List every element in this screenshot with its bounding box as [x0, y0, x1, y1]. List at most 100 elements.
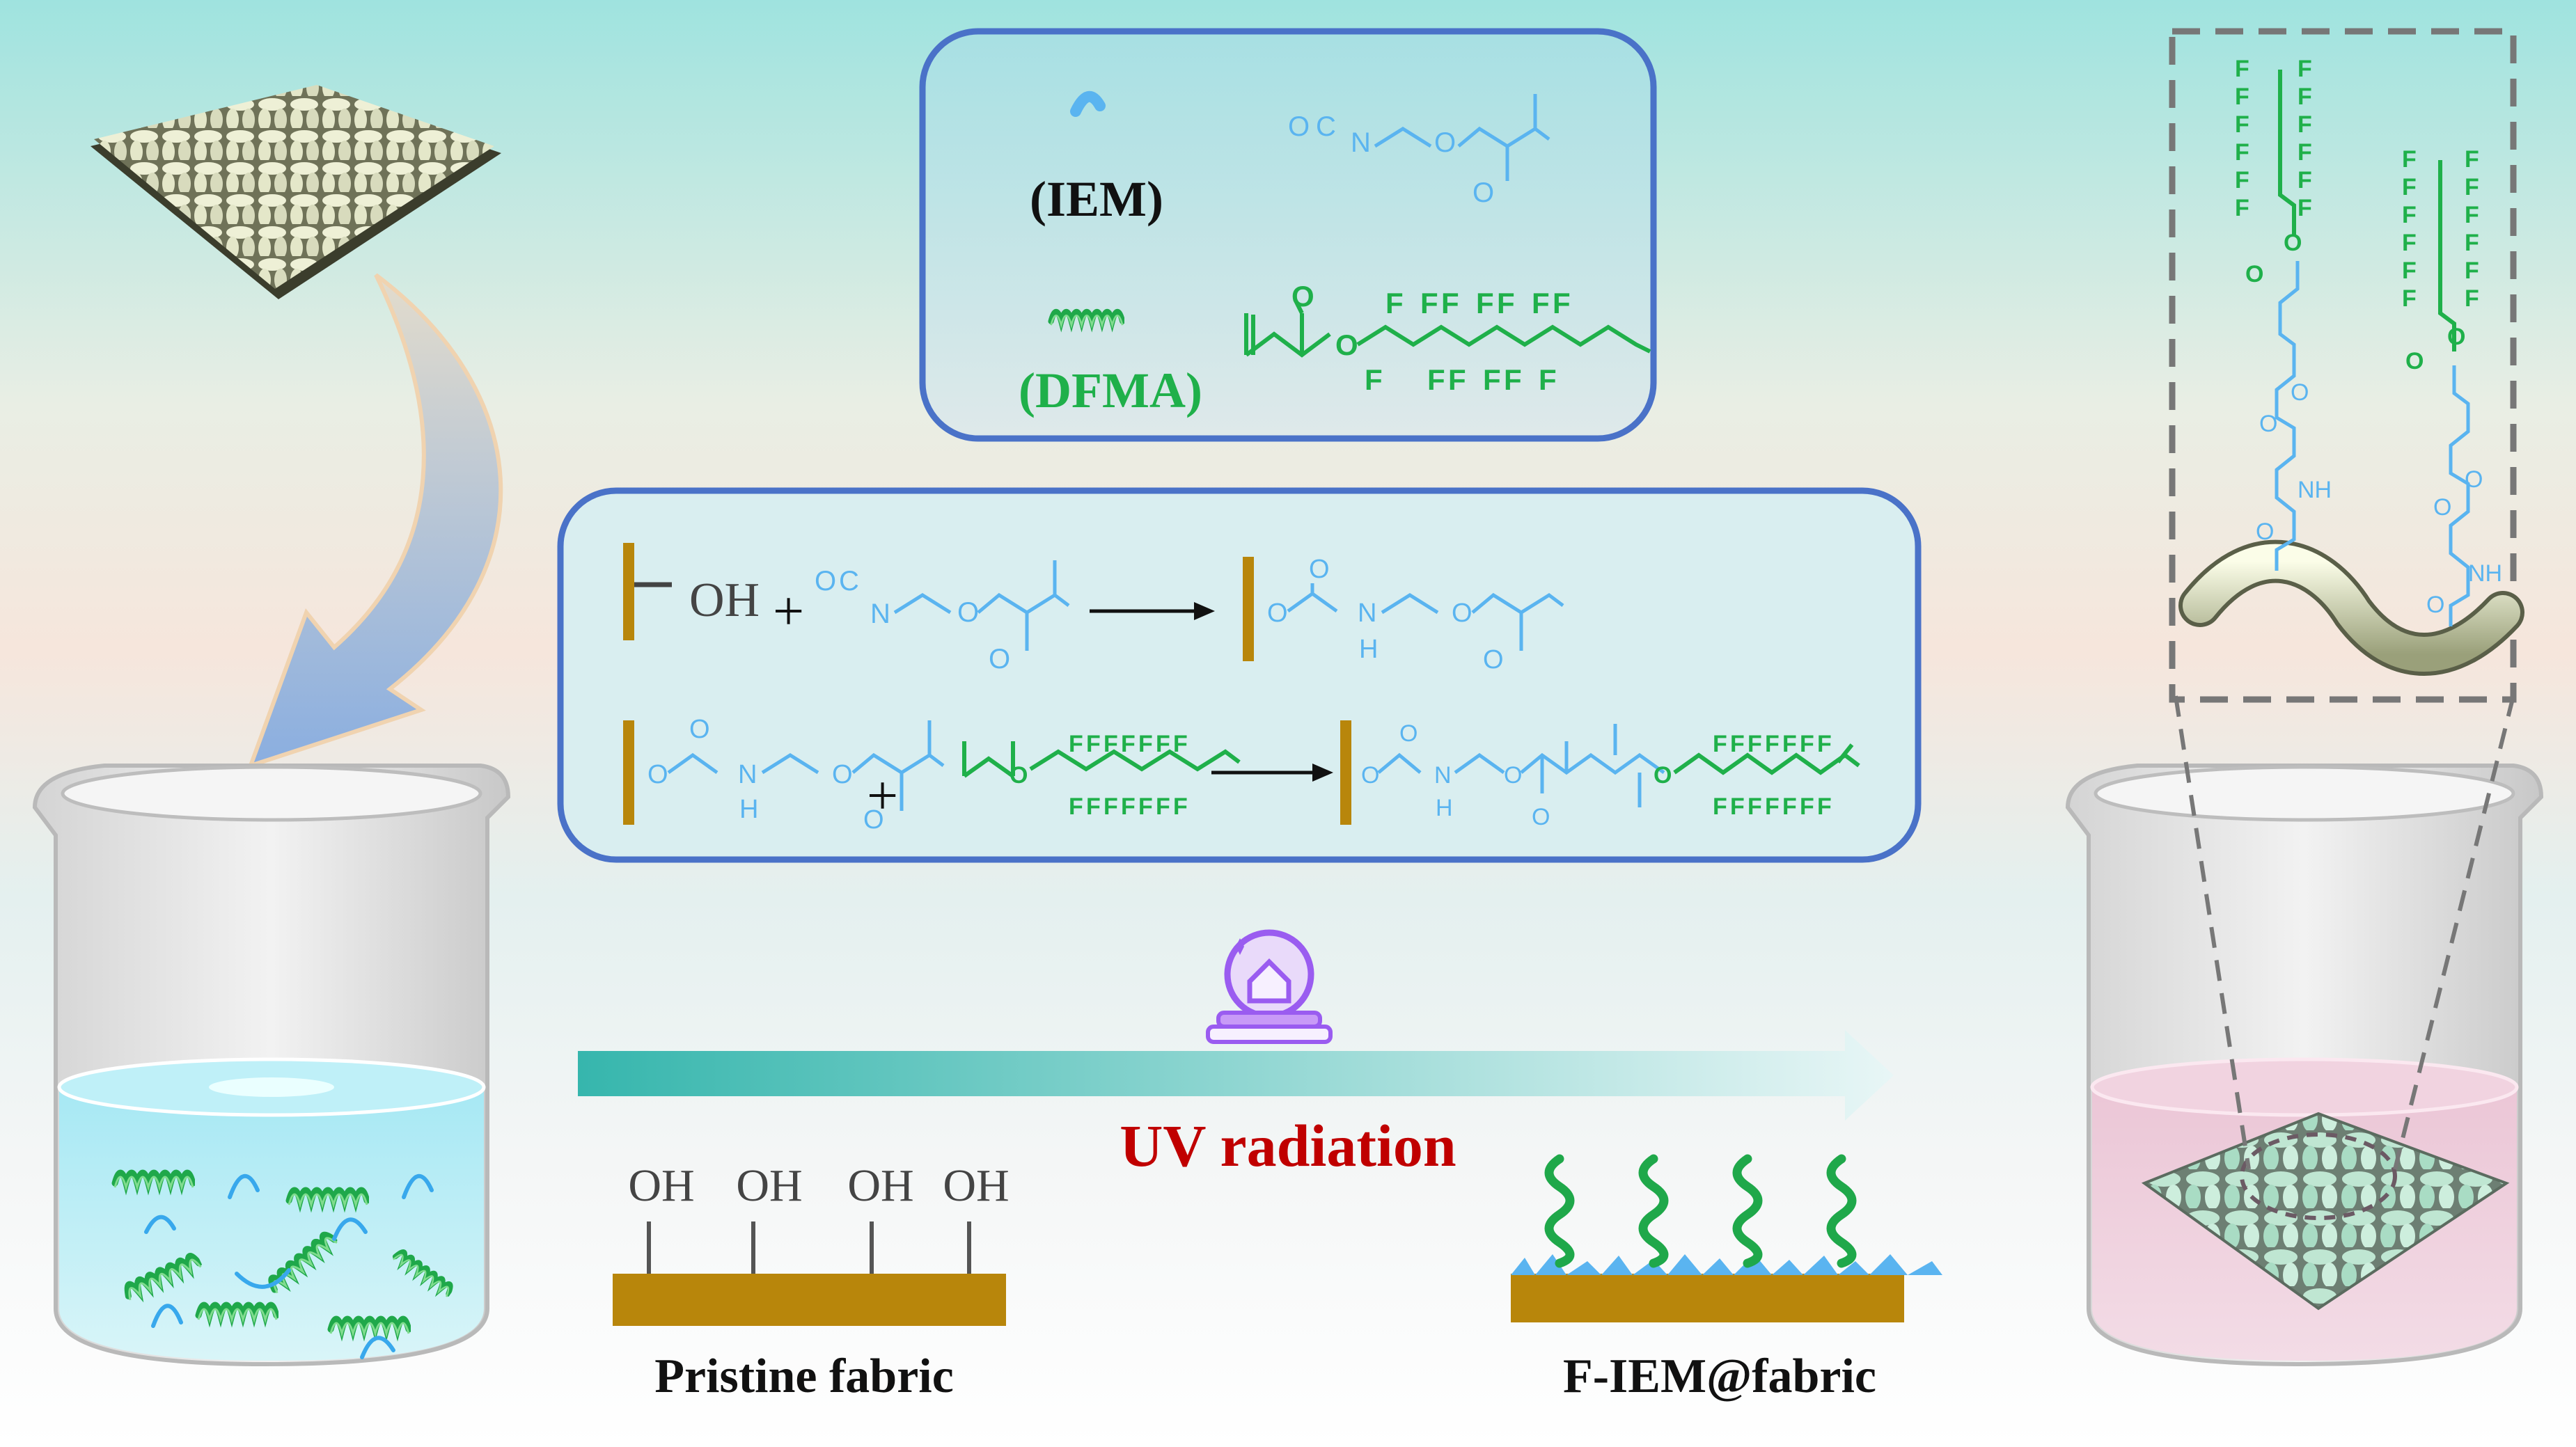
svg-text:F: F: [1173, 731, 1188, 757]
svg-text:O: O: [1288, 111, 1310, 142]
svg-text:F: F: [2235, 195, 2249, 221]
svg-text:H: H: [1436, 795, 1453, 821]
svg-text:O: O: [832, 760, 853, 789]
svg-text:F: F: [1713, 793, 1727, 820]
svg-text:F: F: [1532, 287, 1550, 319]
svg-text:O: O: [647, 760, 668, 789]
svg-text:F: F: [2402, 202, 2417, 228]
svg-text:F: F: [2235, 139, 2249, 166]
immersion-arrow: [247, 273, 503, 769]
svg-text:F: F: [1138, 793, 1153, 820]
svg-text:O: O: [1504, 762, 1522, 789]
svg-text:O: O: [2433, 494, 2451, 521]
svg-text:F: F: [1817, 793, 1832, 820]
svg-text:F: F: [1553, 287, 1571, 319]
svg-text:F: F: [1748, 793, 1762, 820]
svg-text:O: O: [989, 644, 1010, 674]
svg-text:F: F: [2465, 202, 2479, 228]
grafted-chain-1: O NH O O O O F F F F F F F F F F F F: [2235, 56, 2332, 571]
svg-text:C: C: [1316, 111, 1336, 142]
reaction-box: O H + O C N O O O O N H O O: [557, 487, 1922, 863]
svg-text:F: F: [1138, 731, 1153, 757]
uv-lamp-icon: [1206, 929, 1333, 1044]
svg-text:F: F: [1539, 363, 1557, 396]
reaction-step-2: O O N H O O + O F F F F F F F F F: [623, 715, 1860, 835]
svg-text:F: F: [2465, 230, 2479, 256]
arrow-icon: [1312, 764, 1333, 782]
svg-text:O: O: [1654, 762, 1672, 789]
svg-text:O: O: [2245, 261, 2263, 287]
svg-text:F: F: [2235, 84, 2249, 110]
svg-text:O: O: [957, 597, 979, 628]
svg-text:F: F: [2465, 258, 2479, 284]
svg-text:F: F: [2298, 195, 2312, 221]
svg-text:F: F: [1121, 731, 1136, 757]
svg-text:F: F: [2465, 285, 2479, 312]
svg-text:N: N: [738, 760, 757, 789]
fabric-weave-icon: [2141, 1112, 2510, 1311]
svg-text:F: F: [2235, 167, 2249, 193]
svg-text:F: F: [2402, 230, 2417, 256]
iem-chain-icon: [1070, 91, 1106, 117]
svg-text:F: F: [1713, 731, 1727, 757]
svg-text:F: F: [2235, 111, 2249, 138]
grafted-chain-2: O NH O O O O F F F F F F F F F F F F: [2402, 146, 2502, 626]
svg-text:N: N: [1358, 599, 1376, 628]
svg-text:F: F: [2298, 139, 2312, 166]
svg-text:F: F: [1104, 731, 1118, 757]
svg-text:F: F: [1504, 363, 1522, 396]
svg-text:F: F: [1748, 731, 1762, 757]
hydroxyl-label: OH: [847, 1160, 913, 1211]
svg-text:F: F: [1069, 793, 1083, 820]
svg-text:O: O: [863, 805, 884, 835]
svg-text:F: F: [2298, 56, 2312, 82]
svg-text:O: O: [689, 715, 710, 744]
svg-text:C: C: [839, 566, 859, 596]
svg-text:O: O: [2426, 592, 2444, 618]
modified-fabric-label: F-IEM@fabric: [1563, 1350, 1876, 1403]
hydroxyl-label: OH: [943, 1160, 1009, 1211]
dfma-label: (DFMA): [1019, 363, 1202, 418]
modified-fabric-schematic: F-IEM@fabric: [1511, 1154, 1942, 1403]
svg-text:O: O: [2259, 411, 2277, 437]
svg-text:F: F: [2402, 285, 2417, 312]
svg-text:F: F: [1730, 731, 1745, 757]
arrow-icon: [1194, 602, 1215, 620]
svg-text:O: O: [1361, 762, 1379, 789]
svg-text:F: F: [2298, 111, 2312, 138]
svg-text:F: F: [1782, 731, 1797, 757]
svg-text:O: O: [1399, 720, 1417, 747]
svg-text:F: F: [1765, 793, 1780, 820]
svg-text:F: F: [1121, 793, 1136, 820]
pristine-fabric-schematic: OH OH OH OH Pristine fabric: [613, 1160, 1010, 1403]
svg-text:F: F: [1476, 287, 1494, 319]
fiber-strand: [2183, 544, 2520, 672]
svg-text:O: O: [2447, 324, 2465, 350]
svg-text:N: N: [870, 599, 890, 629]
fabric-weave-icon: [94, 85, 494, 289]
svg-text:O: O: [1434, 127, 1456, 158]
svg-text:F: F: [2465, 174, 2479, 200]
right-beaker: [2065, 764, 2544, 1367]
svg-text:NH: NH: [2298, 477, 2332, 503]
plus-sign: +: [867, 766, 898, 827]
pristine-fabric-label: Pristine fabric: [654, 1350, 954, 1403]
left-beaker: [32, 764, 511, 1367]
svg-text:F: F: [1730, 793, 1745, 820]
svg-text:H: H: [1359, 635, 1378, 664]
svg-text:F: F: [1069, 731, 1083, 757]
svg-text:F: F: [2402, 258, 2417, 284]
svg-text:F: F: [1173, 793, 1188, 820]
svg-text:F: F: [1441, 287, 1459, 319]
pristine-fabric-swatch: [91, 85, 501, 299]
plus-sign: +: [773, 581, 804, 642]
svg-text:F: F: [2402, 174, 2417, 200]
svg-text:F: F: [1156, 731, 1170, 757]
svg-text:F: F: [1086, 731, 1101, 757]
svg-text:O: O: [1335, 329, 1358, 361]
svg-text:O: O: [2284, 230, 2302, 256]
monomer-legend-box: (IEM) (DFMA) O C N O O O O F F F F F F F…: [919, 28, 1657, 442]
svg-text:F: F: [1420, 287, 1438, 319]
dfma-structure: O O F F F F F F F F F F F F F: [1244, 280, 1651, 396]
